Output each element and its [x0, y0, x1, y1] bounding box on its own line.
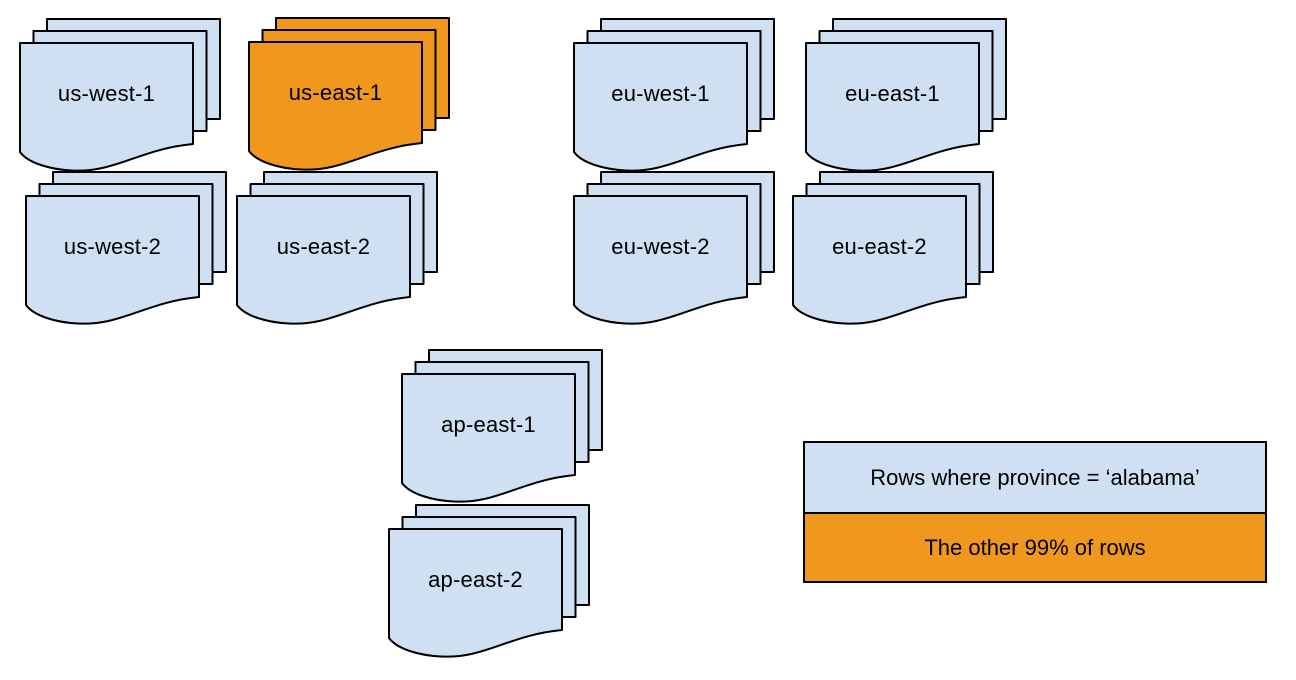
region-stack-ap-east-1: ap-east-1: [401, 349, 605, 505]
document-stack-icon: [805, 18, 1007, 172]
region-stack-us-west-2: us-west-2: [25, 171, 229, 327]
document-stack-icon: [573, 171, 775, 325]
region-stack-eu-east-1: eu-east-1: [805, 18, 1009, 174]
document-stack-icon: [19, 18, 221, 172]
document-stack-icon: [236, 171, 438, 325]
region-stack-us-east-2: us-east-2: [236, 171, 440, 327]
legend: Rows where province = ‘alabama’ The othe…: [803, 441, 1267, 583]
region-stack-us-west-1: us-west-1: [19, 18, 223, 174]
region-stack-eu-east-2: eu-east-2: [792, 171, 996, 327]
region-stack-eu-west-1: eu-west-1: [573, 18, 777, 174]
legend-item-other-rows: The other 99% of rows: [805, 512, 1265, 581]
document-stack-icon: [25, 171, 227, 325]
legend-item-alabama-rows: Rows where province = ‘alabama’: [805, 443, 1265, 512]
document-stack-icon: [792, 171, 994, 325]
region-stack-us-east-1: us-east-1: [248, 17, 452, 173]
document-stack-icon: [573, 18, 775, 172]
document-stack-icon: [388, 504, 590, 658]
region-stack-eu-west-2: eu-west-2: [573, 171, 777, 327]
document-stack-icon: [248, 17, 450, 171]
region-stack-ap-east-2: ap-east-2: [388, 504, 592, 660]
document-stack-icon: [401, 349, 603, 503]
legend-item-label: The other 99% of rows: [924, 534, 1146, 560]
legend-item-label: Rows where province = ‘alabama’: [870, 464, 1200, 490]
